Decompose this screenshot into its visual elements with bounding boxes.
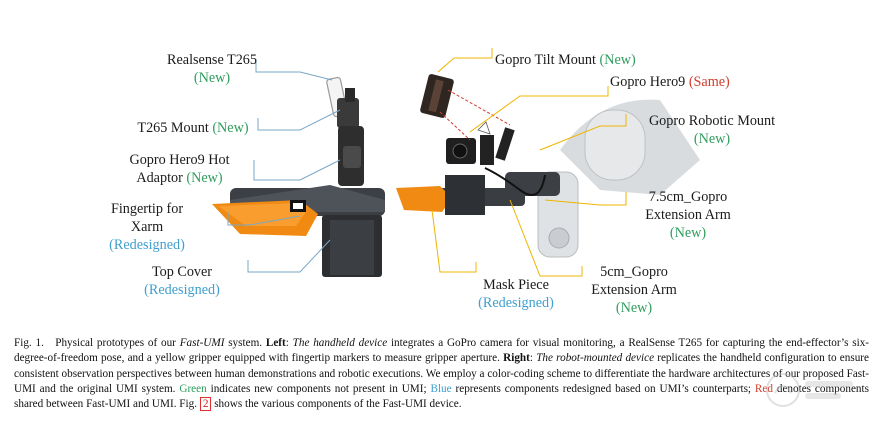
caption-blue-word: Blue (430, 382, 452, 395)
right-callout-lines (431, 48, 627, 277)
label-t265-mount: T265 Mount (New) (137, 120, 249, 136)
caption-fig-label: Fig. 1. (14, 337, 44, 349)
figure-illustration (212, 48, 700, 277)
caption-red-word: Red (754, 382, 773, 395)
label-gopro-hero9: Gopro Hero9 (Same) (610, 74, 730, 90)
handheld-device-photo (212, 76, 385, 277)
caption-green-word: Green (179, 382, 207, 395)
watermark-logo-icon (766, 373, 853, 407)
robot-mounted-device-photo (396, 74, 700, 258)
label-gopro-robotic-mount: Gopro Robotic Mount(New) (648, 113, 776, 147)
figure-panel: Realsense T265(New) T265 Mount (New) Gop… (109, 48, 776, 316)
figure-caption: Fig. 1. Physical prototypes of our Fast-… (14, 337, 870, 412)
label-gopro-tilt-mount: Gopro Tilt Mount (New) (495, 52, 636, 68)
figure-2-link[interactable]: 2 (199, 397, 212, 412)
label-top-cover: Top Cover(Redesigned) (144, 264, 220, 298)
left-callout-lines (227, 59, 341, 273)
caption-system-name: Fast-UMI (179, 337, 225, 349)
label-mask-piece: Mask Piece(Redesigned) (478, 277, 554, 311)
label-realsense-t265: Realsense T265(New) (167, 52, 257, 86)
